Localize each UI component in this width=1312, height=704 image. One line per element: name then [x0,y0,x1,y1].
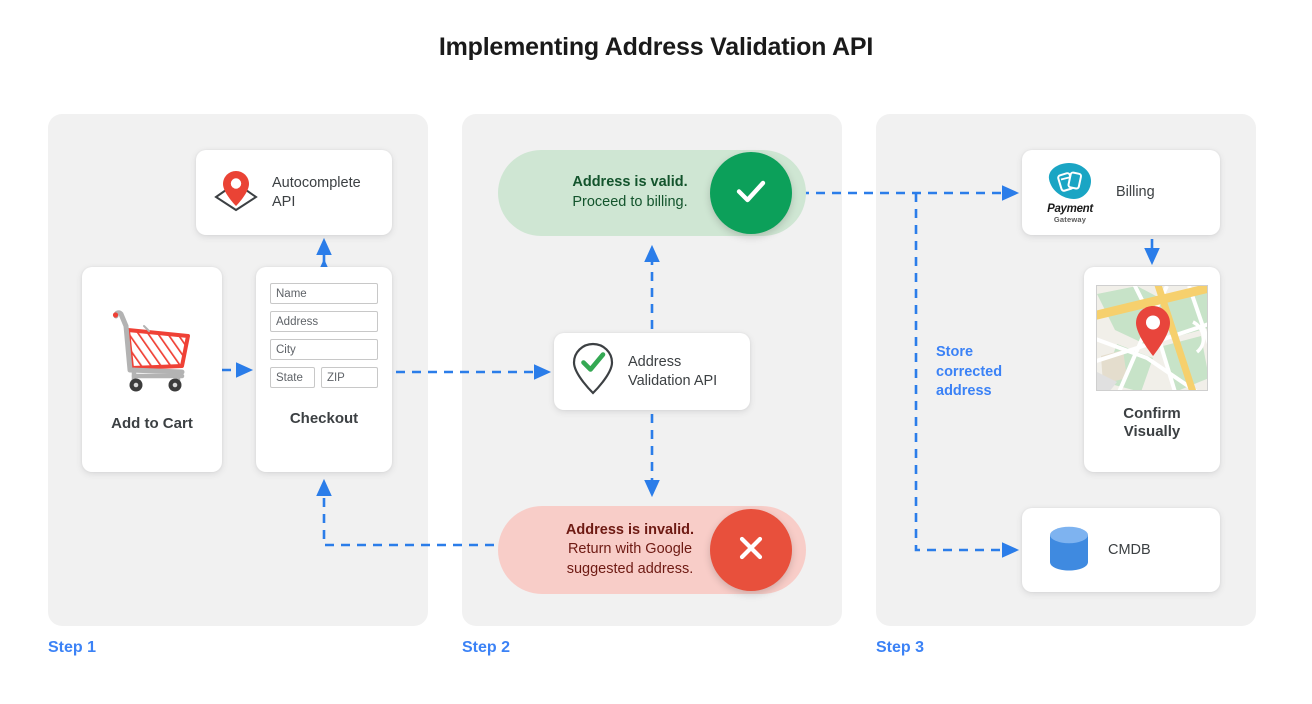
check-icon [729,169,773,218]
map-thumbnail-icon [1096,285,1208,391]
address-invalid-text: Address is invalid. Return with Google s… [498,521,806,580]
address-valid-text: Address is valid. Proceed to billing. [498,173,806,212]
state-zip-row: State ZIP [270,367,378,388]
cmdb-label: CMDB [1108,541,1151,558]
page-title: Implementing Address Validation API [438,33,874,61]
address-valid-strong: Address is valid. [572,174,688,191]
invalid-status-badge [710,509,792,591]
zip-field[interactable]: ZIP [320,367,378,388]
shopping-cart-icon [104,300,200,401]
name-field[interactable]: Name [270,283,378,304]
payment-gateway-logo: Payment Gateway [1034,161,1106,224]
billing-label: Billing [1116,184,1155,201]
add-to-cart-card[interactable]: Add to Cart [82,267,222,472]
close-icon [729,526,773,575]
store-corrected-address-note: Store corrected address [936,344,1003,400]
pin-check-icon [570,341,616,402]
address-invalid-sub-2: suggested address. [566,560,694,577]
billing-card[interactable]: Payment Gateway Billing [1022,150,1220,235]
map-pin-diamond-icon [210,167,262,218]
cmdb-card[interactable]: CMDB [1022,508,1220,592]
payment-gateway-wordmark-1: Payment [1047,202,1093,215]
step-1-label: Step 1 [48,639,97,656]
address-field[interactable]: Address [270,311,378,332]
valid-status-badge [710,152,792,234]
database-icon [1044,522,1094,579]
payment-gateway-wordmark-2: Gateway [1053,215,1087,225]
checkout-card[interactable]: Name Address City State ZIP Checkout [256,267,392,472]
add-to-cart-title: Add to Cart [111,414,193,432]
address-invalid-strong: Address is invalid. [565,521,695,538]
state-field[interactable]: State [270,367,315,388]
address-invalid-sub-1: Return with Google [567,541,693,558]
city-field[interactable]: City [270,339,378,360]
step-2-label: Step 2 [462,639,511,656]
checkout-title: Checkout [289,410,359,427]
address-valid-sub: Proceed to billing. [572,194,688,210]
step-3-label: Step 3 [876,639,925,656]
